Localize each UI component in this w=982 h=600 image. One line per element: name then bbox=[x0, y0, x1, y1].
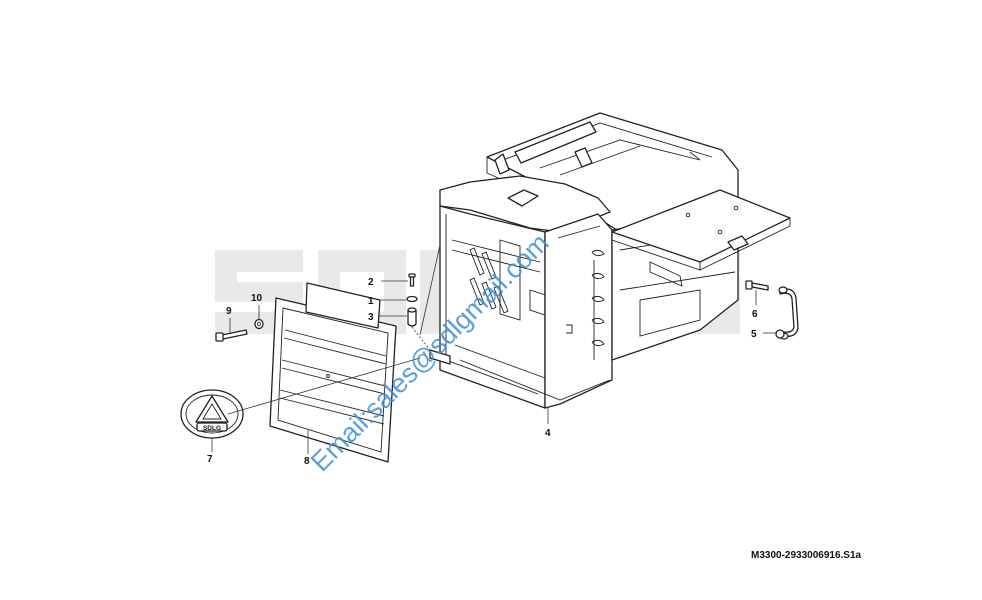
callout-9: 9 bbox=[226, 306, 232, 317]
callout-5: 5 bbox=[751, 329, 757, 340]
leader-lines bbox=[211, 244, 776, 454]
callout-labels: 1 2 3 4 5 6 7 8 9 10 bbox=[207, 277, 758, 467]
frame-assembly bbox=[429, 112, 791, 409]
screw-2 bbox=[408, 273, 416, 287]
nut-5 bbox=[775, 329, 785, 339]
cover-plate bbox=[305, 282, 381, 329]
callout-6: 6 bbox=[752, 309, 758, 320]
callout-8: 8 bbox=[304, 456, 310, 467]
grille-panel bbox=[269, 297, 397, 463]
callout-2: 2 bbox=[368, 277, 374, 288]
callout-10: 10 bbox=[251, 293, 263, 304]
badge-text: SDLG bbox=[203, 425, 221, 432]
spacer-3 bbox=[407, 307, 417, 327]
emblem-badge: SDLG bbox=[180, 389, 244, 439]
washer-1 bbox=[406, 295, 418, 303]
callout-3: 3 bbox=[368, 312, 374, 323]
drawing-reference: M3300-2933006916.S1a bbox=[751, 550, 862, 561]
washer-10 bbox=[254, 318, 264, 330]
bolt-9 bbox=[215, 329, 248, 342]
bolt-6 bbox=[745, 280, 769, 291]
callout-7: 7 bbox=[207, 454, 213, 465]
callout-4: 4 bbox=[545, 428, 551, 439]
callout-1: 1 bbox=[368, 296, 374, 307]
